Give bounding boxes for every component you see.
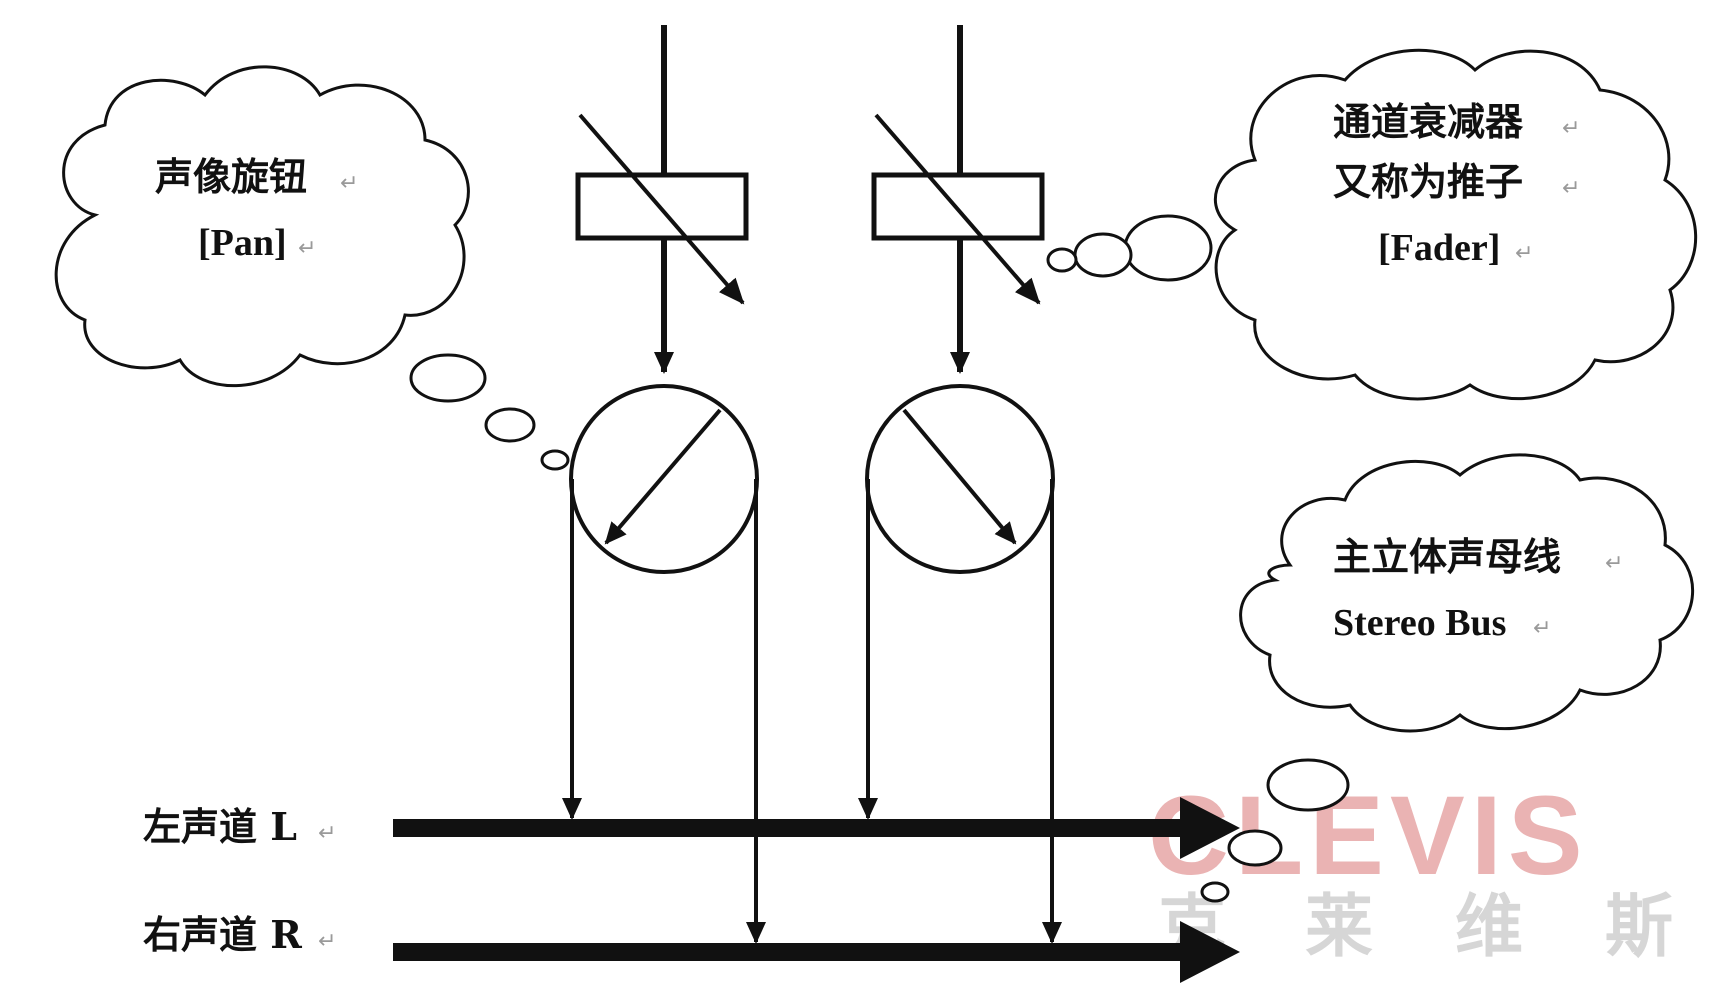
paragraph-mark: ↵: [1605, 551, 1623, 576]
thought-dot-small: [1200, 881, 1230, 903]
fader-label-cn-1: 通道衰减器: [1333, 99, 1524, 144]
thought-dot-medium: [1073, 232, 1133, 278]
paragraph-mark: ↵: [1562, 176, 1580, 201]
thought-dot-large: [409, 353, 487, 403]
fader-bubble: 通道衰减器 ↵ 又称为推子 ↵ [Fader] ↵: [1046, 48, 1698, 401]
fader-adjust-arrow: [874, 113, 1041, 305]
paragraph-mark: ↵: [1533, 616, 1551, 641]
arrow-head-icon: [1180, 797, 1240, 859]
bus-label-en: Stereo Bus: [1333, 602, 1506, 644]
pan-bubble: 声像旋钮 ↵ [Pan] ↵: [54, 65, 570, 471]
cloud-bubble-icon: [1239, 453, 1695, 733]
thought-dot-large: [1266, 758, 1350, 812]
bus-label-cn: 主立体声母线: [1333, 534, 1561, 579]
watermark-char-3: 维: [1455, 888, 1523, 967]
watermark: CLEVIS 克 莱 维 斯: [1148, 773, 1673, 967]
thought-dot-small: [540, 449, 570, 471]
left-channel-label: 左声道 L: [143, 804, 297, 849]
pan-label-cn: 声像旋钮: [155, 154, 307, 199]
paragraph-mark: ↵: [298, 236, 316, 261]
left-bus: 左声道 L ↵: [143, 797, 1240, 859]
thought-dot-medium: [484, 407, 536, 443]
fader-label-cn-2: 又称为推子: [1333, 159, 1523, 204]
paragraph-mark: ↵: [1515, 241, 1533, 266]
cloud-bubble-icon: [1213, 48, 1698, 401]
cloud-bubble-icon: [54, 65, 470, 388]
pan-pointer-arrow: [604, 408, 722, 545]
arrow-head-icon: [1180, 921, 1240, 983]
thought-dot-medium: [1227, 829, 1283, 867]
paragraph-mark: ↵: [1562, 116, 1580, 141]
fader-label-en: [Fader]: [1378, 227, 1500, 269]
pan-pointer-arrow: [902, 408, 1017, 545]
right-bus: 右声道 R ↵: [143, 912, 1240, 983]
pan-pot-icon: [569, 384, 759, 574]
thought-dot-small: [1046, 247, 1078, 273]
watermark-char-2: 莱: [1305, 888, 1373, 967]
channel-strip-2: [858, 25, 1062, 944]
pan-label-en: [Pan]: [198, 222, 287, 264]
paragraph-mark: ↵: [318, 929, 336, 954]
watermark-char-4: 斯: [1605, 888, 1673, 967]
thought-dot-large: [1123, 214, 1213, 282]
paragraph-mark: ↵: [340, 171, 358, 196]
channel-strip-1: [562, 25, 766, 944]
fader-resistor-icon: [871, 172, 1045, 241]
fader-resistor-icon: [575, 172, 749, 241]
right-channel-label: 右声道 R: [143, 912, 302, 957]
fader-adjust-arrow: [578, 113, 745, 305]
paragraph-mark: ↵: [318, 821, 336, 846]
bus-bubble: 主立体声母线 ↵ Stereo Bus ↵: [1200, 453, 1695, 903]
